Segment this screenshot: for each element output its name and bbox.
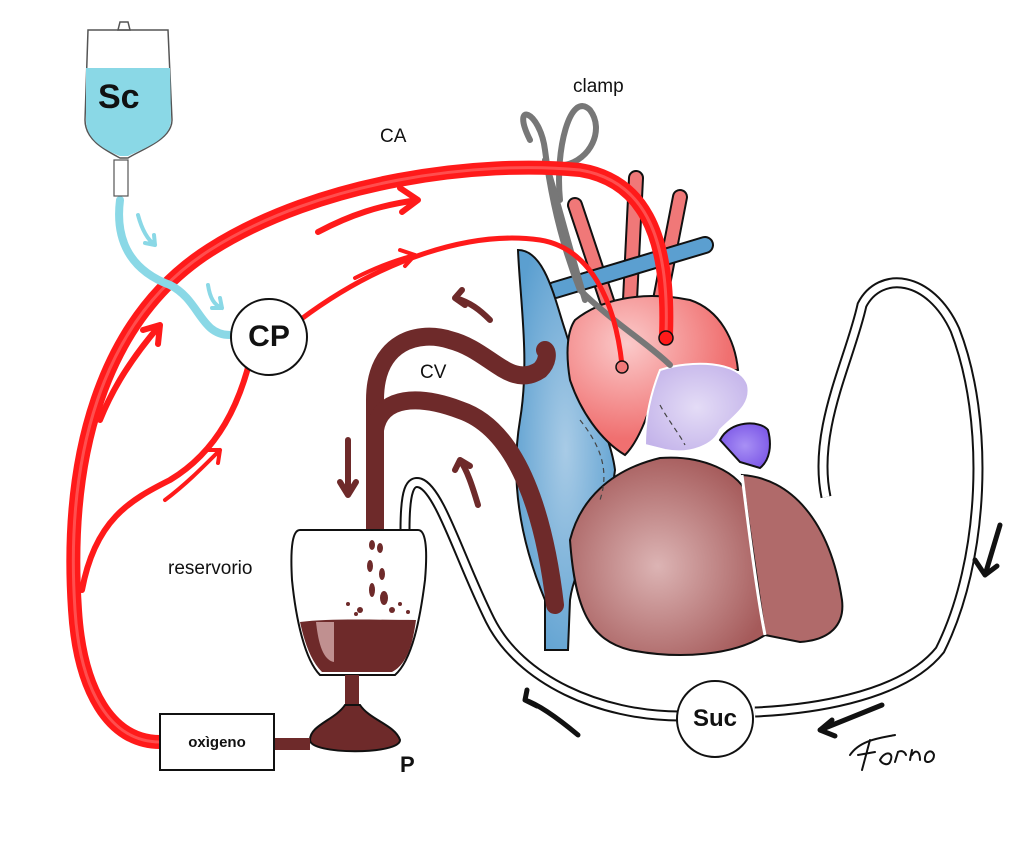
clamp-label: clamp bbox=[573, 76, 624, 97]
cardioplegia-pump-node: CP bbox=[230, 298, 308, 376]
left-ventricle bbox=[740, 473, 844, 644]
arrow-cp-1 bbox=[353, 248, 417, 280]
reservoir bbox=[270, 529, 428, 753]
suction-line bbox=[399, 277, 984, 722]
aortic-clamp bbox=[520, 103, 673, 368]
signature bbox=[849, 734, 936, 771]
arrow-suction-1 bbox=[972, 522, 1003, 578]
arrow-venous-2 bbox=[337, 437, 359, 498]
arterial-line bbox=[66, 160, 674, 749]
arrow-arterial-1 bbox=[315, 185, 421, 235]
pulmonary-artery bbox=[643, 362, 750, 453]
reservoir-label: reservorio bbox=[168, 558, 253, 579]
arrow-solution-2 bbox=[206, 283, 224, 310]
pump-label: P bbox=[400, 752, 415, 777]
solution-bag bbox=[84, 21, 173, 197]
cardioplegia-pump-label: CP bbox=[248, 320, 290, 353]
venous-cannula-label: CV bbox=[420, 362, 447, 383]
suction-node: Suc bbox=[676, 680, 754, 758]
suction-label: Suc bbox=[692, 705, 737, 732]
oxygenator-box: oxìgeno bbox=[159, 713, 275, 771]
oxygenator-label: oxìgeno bbox=[188, 733, 246, 751]
arrow-suction-2 bbox=[817, 702, 885, 739]
arrow-cp-2 bbox=[163, 448, 222, 502]
solution-line bbox=[115, 196, 234, 339]
left-atrium bbox=[718, 422, 771, 470]
arterial-cannula-label: CA bbox=[380, 126, 407, 147]
arrow-venous-3 bbox=[452, 457, 481, 508]
flow-arrows bbox=[97, 185, 1003, 739]
cardioplegia-line bbox=[297, 235, 629, 374]
arrow-suction-3 bbox=[522, 687, 581, 738]
arrow-solution-1 bbox=[136, 213, 157, 247]
arrow-venous-1 bbox=[452, 287, 493, 323]
arrow-arterial-2 bbox=[97, 322, 163, 423]
solution-bag-label: Sc bbox=[98, 78, 140, 116]
venous-line bbox=[366, 327, 564, 614]
